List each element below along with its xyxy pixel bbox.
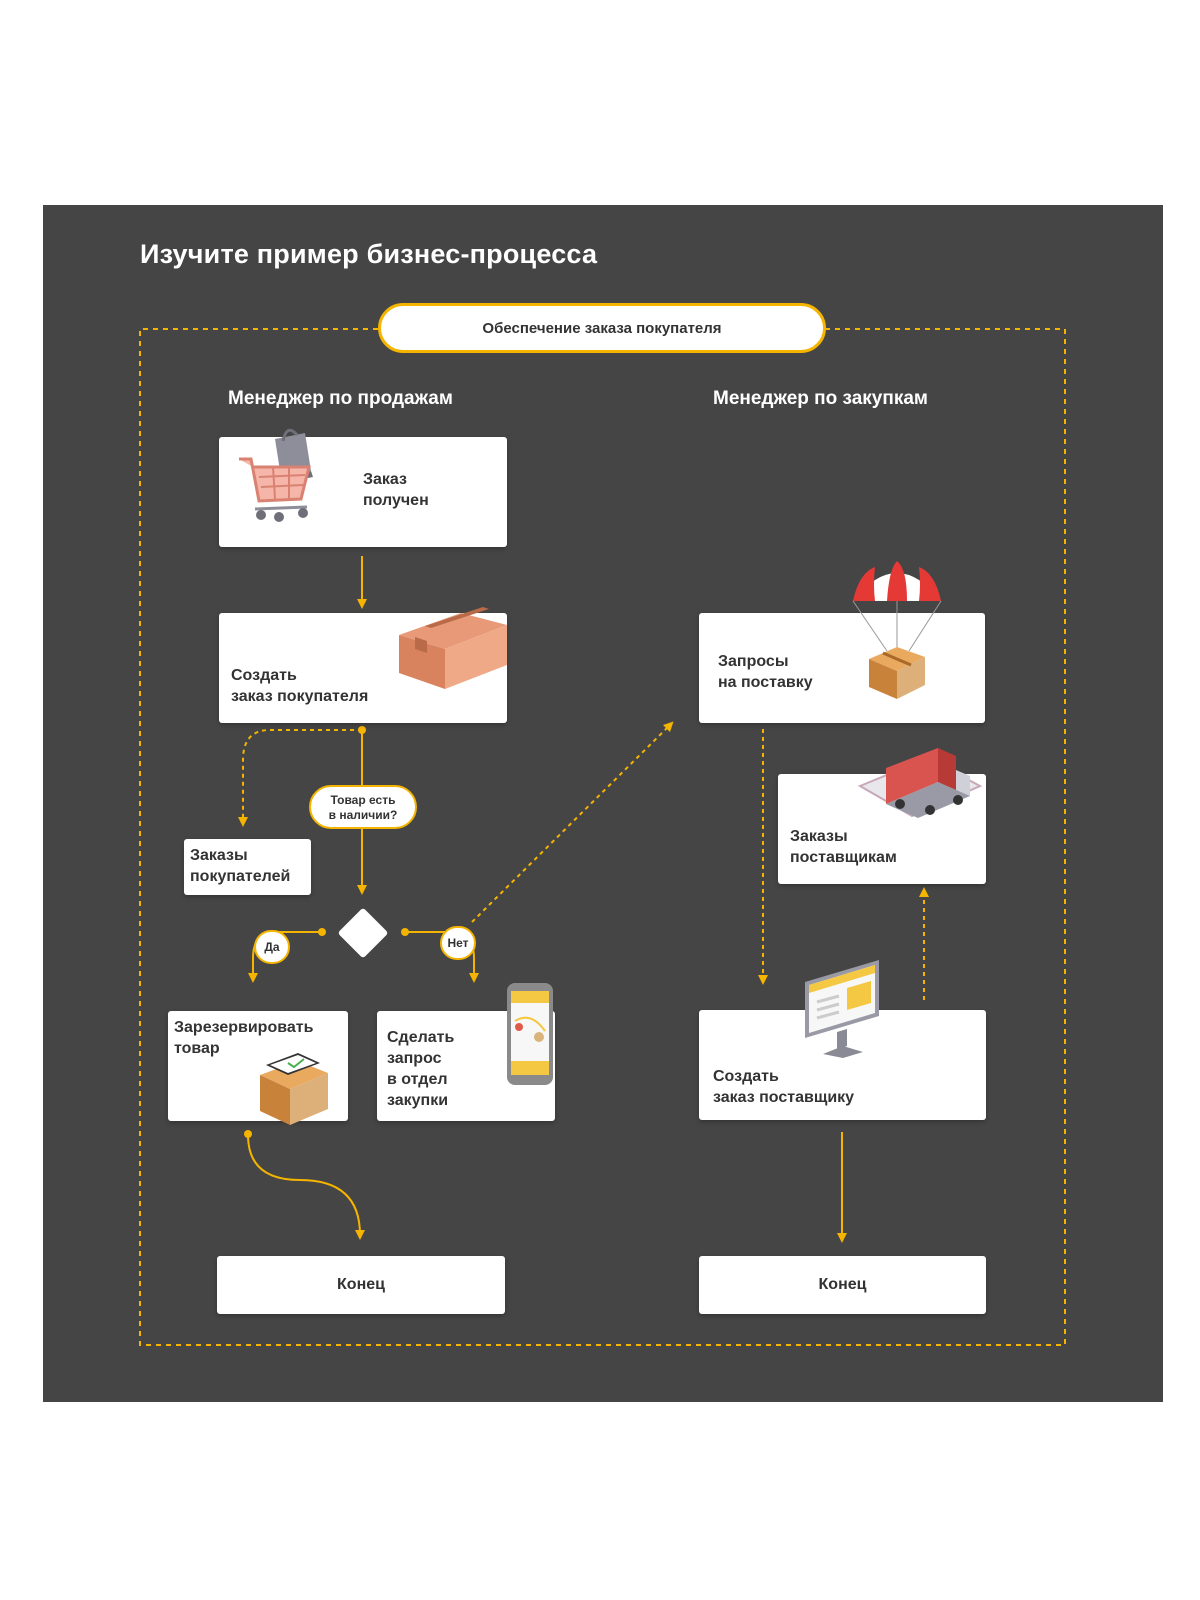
step-reserve-goods: Зарезервировать товар: [168, 1011, 348, 1125]
step-label-line: поставщикам: [790, 849, 897, 866]
step-label-line: Зарезервировать: [174, 1019, 314, 1036]
document-supplier-orders: Заказы поставщикам: [778, 748, 986, 884]
step-label-line: Сделать: [387, 1029, 455, 1046]
branch-label-yes: Да: [254, 930, 290, 964]
step-create-customer-order: Создать заказ покупателя: [219, 607, 507, 723]
step-order-received: Заказ получен: [219, 428, 507, 547]
question-line: Товар есть: [330, 793, 396, 807]
step-label-line: Создать: [231, 667, 297, 684]
lane-title-purchasing: Менеджер по закупкам: [713, 388, 928, 409]
arrow-create-to-customer-orders: [238, 729, 362, 827]
smartphone-icon: [507, 983, 553, 1085]
lane-title-sales: Менеджер по продажам: [228, 388, 453, 409]
parachute-box-icon: [852, 561, 942, 699]
cardboard-box-icon: [399, 607, 507, 689]
step-label-line: получен: [363, 492, 429, 509]
delivery-truck-icon: [858, 748, 983, 818]
step-end-purchasing: Конец: [699, 1256, 986, 1314]
decision-question-in-stock: Товар есть в наличии?: [309, 785, 417, 829]
arrow-no-to-supply-requests: [471, 721, 674, 923]
step-request-purchasing: Сделать запрос в отдел закупки: [377, 983, 555, 1121]
step-create-supplier-order: Создать заказ поставщику: [699, 960, 986, 1120]
process-boundary: [139, 328, 1066, 1346]
step-label-line: Заказы: [790, 828, 848, 845]
document-customer-orders: Заказы покупателей: [184, 839, 311, 895]
step-label-line: Создать: [713, 1068, 779, 1085]
step-label-line: покупателей: [190, 868, 291, 885]
step-label-line: товар: [174, 1040, 220, 1057]
step-end-sales: Конец: [217, 1256, 505, 1314]
process-name-badge: Обеспечение заказа покупателя: [378, 303, 826, 353]
step-label-line: закупки: [387, 1092, 449, 1109]
question-line: в наличии?: [328, 808, 398, 822]
step-label-line: на поставку: [718, 674, 813, 691]
reserved-box-icon: [260, 1053, 328, 1125]
shopping-cart-icon: [239, 428, 313, 522]
step-label-line: Заказ: [363, 471, 407, 488]
step-label-line: заказ покупателя: [231, 688, 369, 705]
step-label-line: заказ поставщику: [713, 1089, 855, 1106]
arrow-reserve-to-end: [247, 1134, 365, 1240]
step-label-line: запрос: [387, 1050, 442, 1067]
step-supply-requests: Запросы на поставку: [699, 561, 985, 723]
monitor-icon: [805, 960, 879, 1058]
page-title: Изучите пример бизнес-процесса: [140, 239, 598, 269]
step-label-line: Запросы: [718, 653, 789, 670]
step-label-line: в отдел: [387, 1071, 448, 1088]
step-label-line: Заказы: [190, 847, 248, 864]
branch-label-no: Нет: [440, 926, 476, 960]
